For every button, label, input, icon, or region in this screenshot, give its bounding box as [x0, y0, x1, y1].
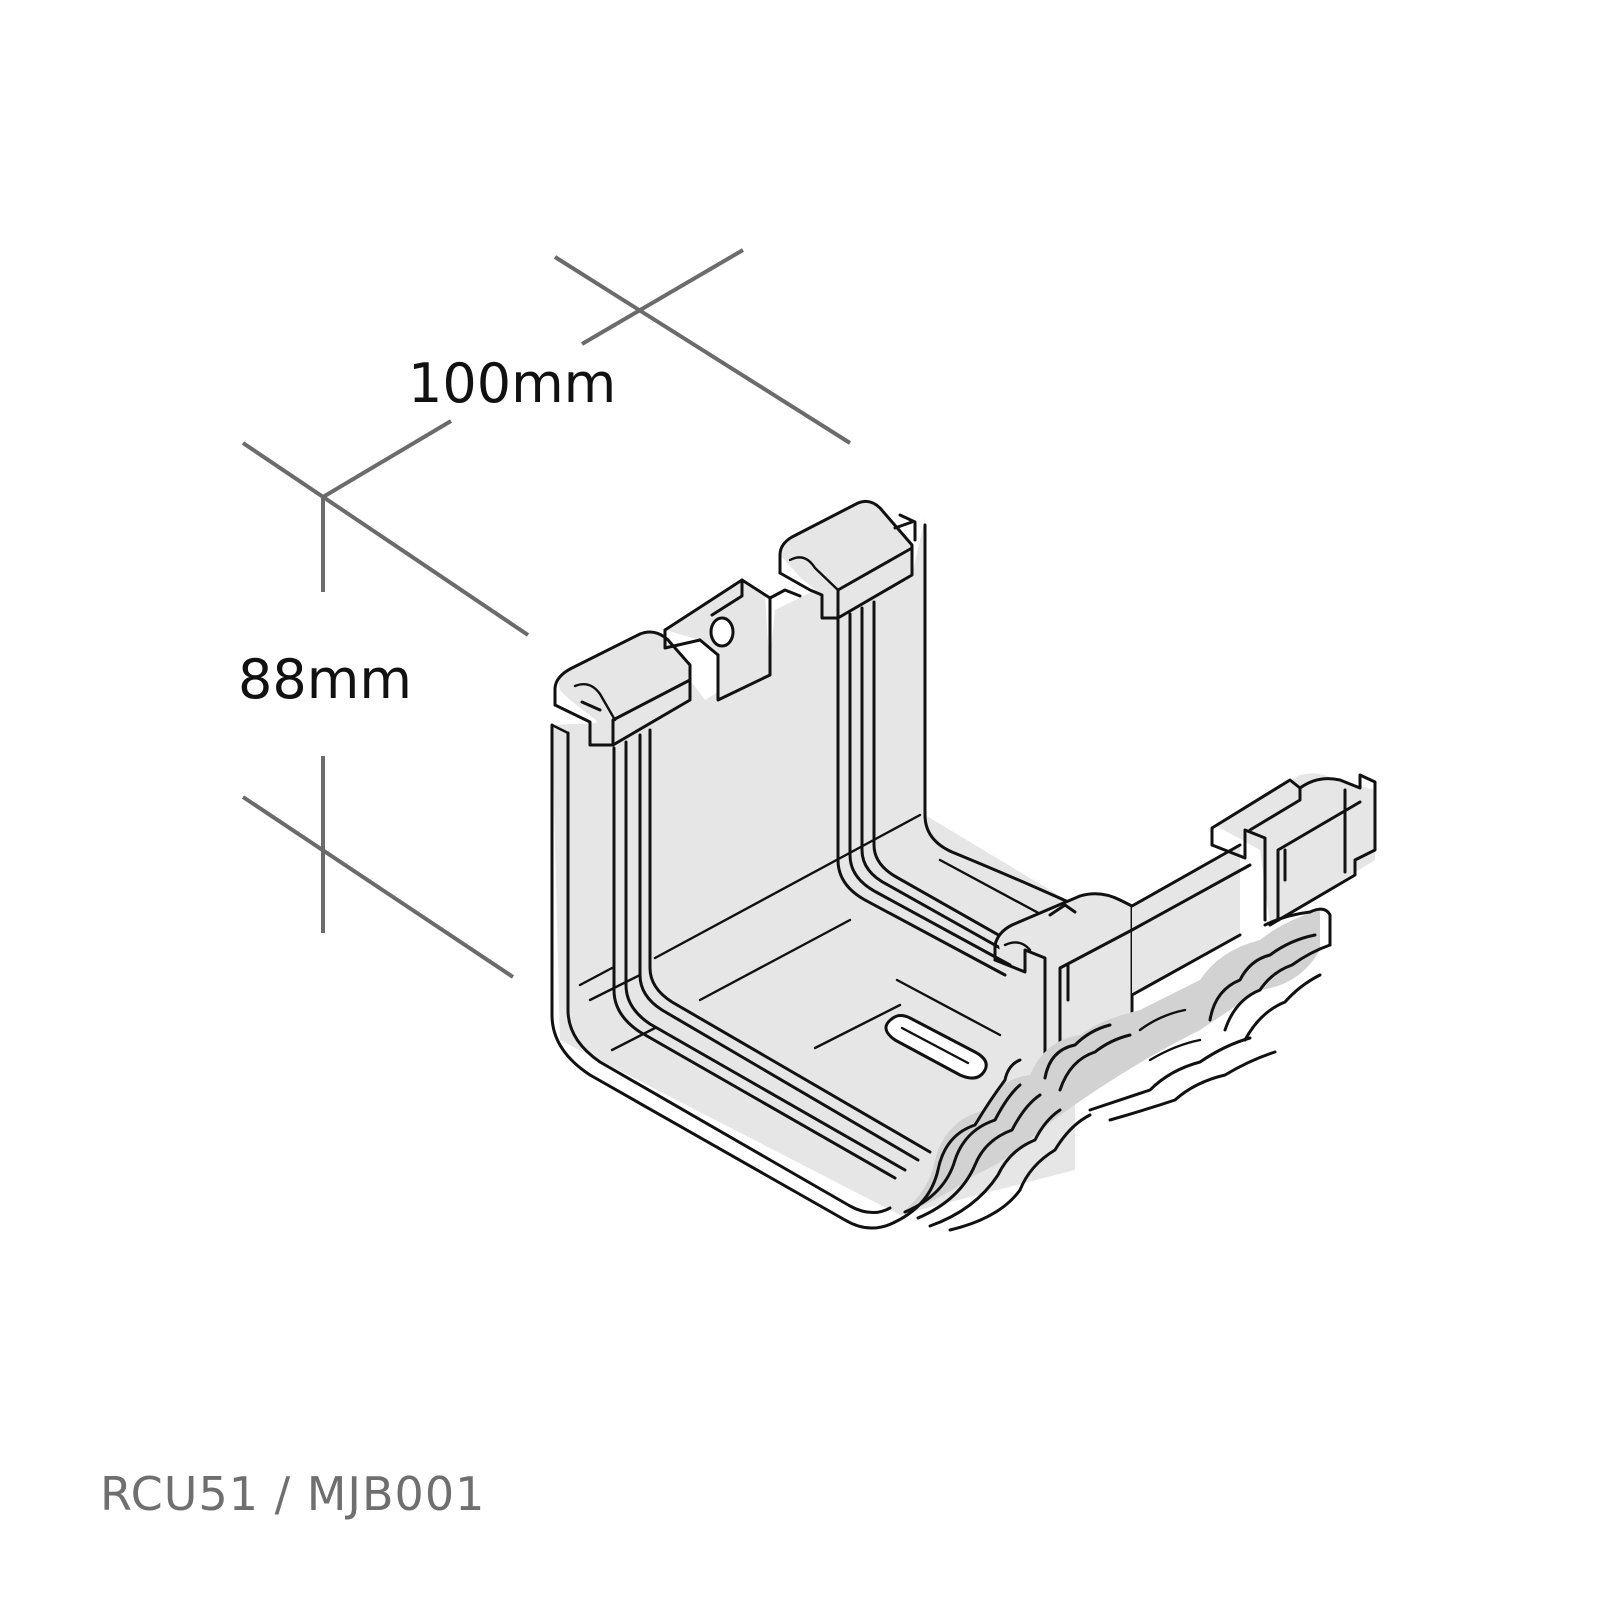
dimension-height-lines	[241, 497, 515, 979]
product-code-label: RCU51 / MJB001	[100, 1467, 485, 1521]
gutter-union-part	[550, 499, 1377, 1232]
dimension-length-lines	[241, 248, 852, 637]
length-dimension-label: 100mm	[408, 352, 616, 415]
height-dimension-label: 88mm	[238, 648, 412, 711]
